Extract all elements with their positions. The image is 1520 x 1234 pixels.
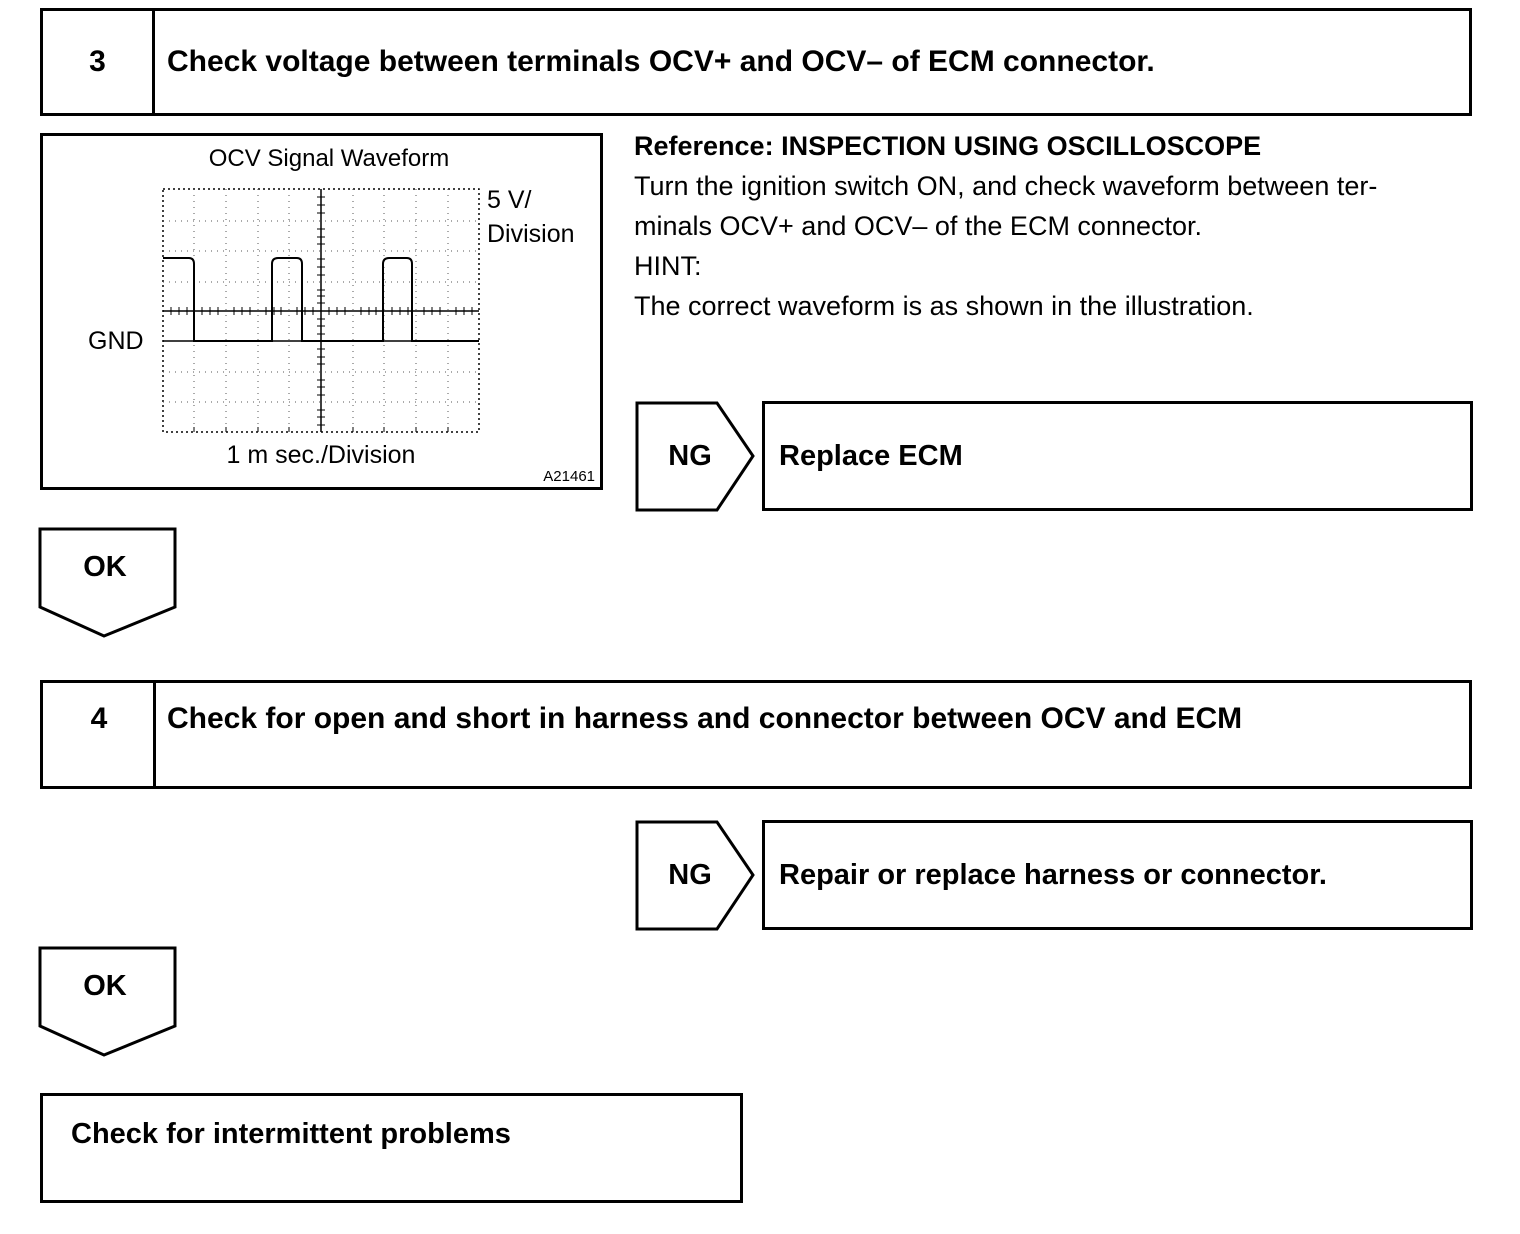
reference-heading: Reference: INSPECTION USING OSCILLOSCOPE	[634, 131, 1262, 161]
step-3-ng-action: Replace ECM	[762, 401, 1473, 511]
figure-id: A21461	[543, 468, 595, 485]
x-scale-label: 1 m sec./Division	[227, 441, 416, 469]
step-4-ng-action: Repair or replace harness or connector.	[762, 820, 1473, 930]
step-3-ok-marker: OK	[38, 527, 177, 639]
ng-arrow-icon	[635, 820, 755, 931]
step-3-title: Check voltage between terminals OCV+ and…	[167, 45, 1155, 78]
ng-arrow-icon	[635, 401, 755, 512]
step-3-ng-action-text: Replace ECM	[779, 440, 963, 472]
step-3-ng-marker: NG	[635, 401, 757, 512]
hint-text: The correct waveform is as shown in the …	[634, 291, 1254, 321]
step-4-divider	[153, 683, 156, 786]
step-3-ng-label: NG	[668, 440, 712, 472]
step-4-ng-marker: NG	[635, 820, 757, 931]
final-action-text: Check for intermittent problems	[71, 1118, 511, 1150]
y-scale-label-1: 5 V/	[487, 186, 532, 214]
waveform-figure: OCV Signal Waveform 5 V/ Division GND 1 …	[40, 133, 603, 490]
step-4-ng-label: NG	[668, 859, 712, 891]
step-4-ok-marker: OK	[38, 946, 177, 1058]
oscilloscope-illustration: OCV Signal Waveform 5 V/ Division GND 1 …	[88, 145, 595, 485]
ocv-signal-trace	[163, 257, 479, 342]
ok-arrow-icon	[38, 527, 177, 638]
scope-grid	[162, 188, 480, 433]
step-3-header: 3 Check voltage between terminals OCV+ a…	[40, 8, 1472, 116]
step-4-number: 4	[90, 702, 108, 735]
figure-title: OCV Signal Waveform	[209, 145, 450, 172]
step-3-ok-label: OK	[83, 551, 127, 583]
hint-label: HINT:	[634, 251, 702, 281]
step-4-title: Check for open and short in harness and …	[167, 702, 1243, 735]
reference-line-2: minals OCV+ and OCV– of the ECM connecto…	[634, 211, 1203, 241]
gnd-label: GND	[88, 327, 144, 355]
step-3-number: 3	[43, 11, 155, 113]
ok-arrow-icon	[38, 946, 177, 1057]
y-scale-label-2: Division	[487, 220, 575, 248]
step-4-ng-action-text: Repair or replace harness or connector.	[779, 859, 1327, 891]
reference-text: Reference: INSPECTION USING OSCILLOSCOPE…	[634, 126, 1494, 326]
step-4-ok-label: OK	[83, 970, 127, 1002]
reference-line-1: Turn the ignition switch ON, and check w…	[634, 171, 1378, 201]
step-4-header: 4 Check for open and short in harness an…	[40, 680, 1472, 789]
final-action-box: Check for intermittent problems	[40, 1093, 743, 1203]
